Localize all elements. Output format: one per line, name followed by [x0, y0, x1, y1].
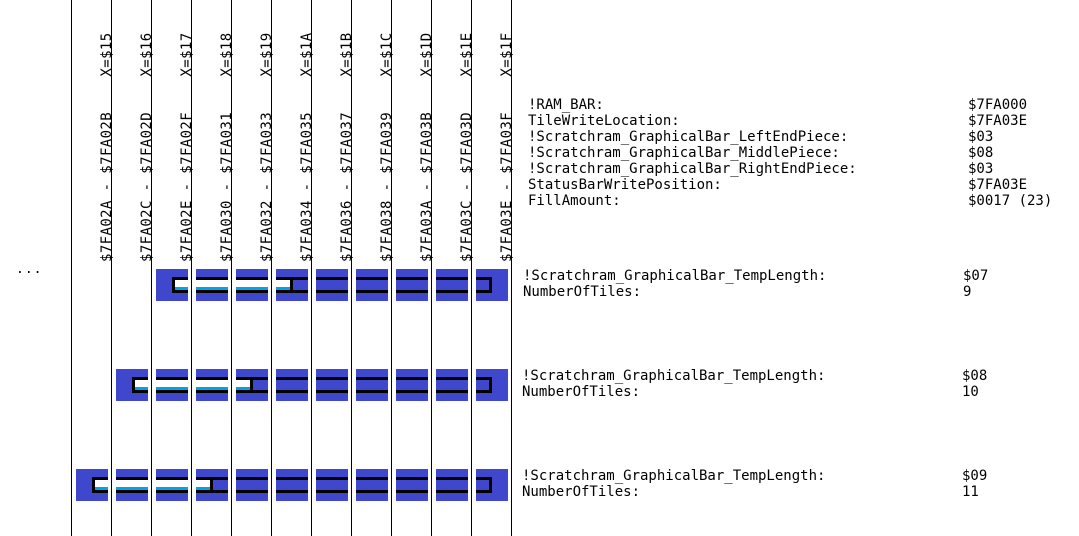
- bar-tile-empty: [396, 369, 428, 401]
- bar-tile-full: [156, 469, 188, 501]
- bar-tile-empty: [356, 369, 388, 401]
- bar-tile-full: [236, 269, 268, 301]
- bar-tile-right: [476, 469, 508, 501]
- info-value: $0017 (23): [968, 193, 1053, 209]
- column-divider: [431, 0, 432, 536]
- column-address-range: $7FA03E - $7FA03F: [499, 111, 515, 262]
- graphical-bar-row: [72, 269, 512, 301]
- bar-tile-partial: [236, 369, 268, 401]
- bar-tile-partial: [276, 269, 308, 301]
- info-label: !Scratchram_GraphicalBar_RightEndPiece:: [528, 161, 857, 177]
- column-label: $7FA038 - $7FA039 X=$1C: [352, 0, 395, 262]
- info-value: $03: [968, 161, 994, 177]
- graphical-bar-row: [72, 369, 512, 401]
- number-of-tiles-label: NumberOfTiles:: [522, 484, 641, 500]
- bar-tile-empty: [276, 469, 308, 501]
- column-divider: [391, 0, 392, 536]
- number-of-tiles-value: 9: [963, 284, 972, 300]
- bar-tile-empty: [436, 269, 468, 301]
- column-divider: [71, 0, 72, 536]
- bar-tile-empty: [236, 469, 268, 501]
- column-divider: [151, 0, 152, 536]
- temp-length-label: !Scratchram_GraphicalBar_TempLength:: [523, 268, 827, 284]
- info-value: $7FA000: [968, 97, 1028, 113]
- bar-tile-empty: [436, 369, 468, 401]
- column-label: $7FA036 - $7FA037 X=$1B: [312, 0, 355, 262]
- column-label: $7FA03C - $7FA03D X=$1E: [432, 0, 475, 262]
- bar-tile-empty: [316, 369, 348, 401]
- ellipsis-marker: ...: [16, 262, 43, 277]
- column-label: $7FA02A - $7FA02B X=$15: [72, 0, 115, 262]
- column-label: $7FA03E - $7FA03F X=$1F: [472, 0, 515, 262]
- bar-tile-full: [196, 369, 228, 401]
- bar-tile-full: [116, 469, 148, 501]
- bar-tile-full: [156, 369, 188, 401]
- bar-tile-left: [156, 269, 188, 301]
- info-value: $7FA03E: [968, 177, 1028, 193]
- temp-length-value: $07: [963, 268, 989, 284]
- column-divider: [191, 0, 192, 536]
- column-divider: [311, 0, 312, 536]
- number-of-tiles-label: NumberOfTiles:: [523, 284, 642, 300]
- graphical-bar-row: [72, 469, 512, 501]
- column-divider: [511, 0, 512, 536]
- column-label: $7FA034 - $7FA035 X=$1A: [272, 0, 315, 262]
- column-divider: [231, 0, 232, 536]
- column-divider: [471, 0, 472, 536]
- bar-tile-right: [476, 269, 508, 301]
- bar-tile-full: [196, 269, 228, 301]
- bar-tile-empty: [356, 269, 388, 301]
- temp-length-label: !Scratchram_GraphicalBar_TempLength:: [522, 368, 826, 384]
- info-label: TileWriteLocation:: [528, 113, 680, 129]
- bar-tile-empty: [396, 269, 428, 301]
- bar-tile-empty: [436, 469, 468, 501]
- bar-tile-empty: [396, 469, 428, 501]
- column-label: $7FA03A - $7FA03B X=$1D: [392, 0, 435, 262]
- number-of-tiles-value: 10: [962, 384, 979, 400]
- temp-length-label: !Scratchram_GraphicalBar_TempLength:: [522, 468, 826, 484]
- bar-tile-left: [76, 469, 108, 501]
- bar-tile-empty: [316, 269, 348, 301]
- info-label: !RAM_BAR:: [528, 97, 604, 113]
- column-label: $7FA02C - $7FA02D X=$16: [112, 0, 155, 262]
- info-label: !Scratchram_GraphicalBar_LeftEndPiece:: [528, 129, 849, 145]
- info-label: StatusBarWritePosition:: [528, 177, 722, 193]
- column-divider: [351, 0, 352, 536]
- temp-length-value: $08: [962, 368, 988, 384]
- column-label: $7FA032 - $7FA033 X=$19: [232, 0, 275, 262]
- column-label: $7FA02E - $7FA02F X=$17: [152, 0, 195, 262]
- bar-tile-empty: [356, 469, 388, 501]
- info-value: $7FA03E: [968, 113, 1028, 129]
- number-of-tiles-label: NumberOfTiles:: [522, 384, 641, 400]
- temp-length-value: $09: [962, 468, 988, 484]
- column-divider: [271, 0, 272, 536]
- info-value: $03: [968, 129, 994, 145]
- info-value: $08: [968, 145, 994, 161]
- info-label: !Scratchram_GraphicalBar_MiddlePiece:: [528, 145, 840, 161]
- info-label: FillAmount:: [528, 193, 621, 209]
- column-x-index: X=$1F: [499, 32, 515, 77]
- bar-tile-right: [476, 369, 508, 401]
- bar-tile-empty: [316, 469, 348, 501]
- bar-tile-left: [116, 369, 148, 401]
- column-label: $7FA030 - $7FA031 X=$18: [192, 0, 235, 262]
- bar-tile-partial: [196, 469, 228, 501]
- number-of-tiles-value: 11: [962, 484, 979, 500]
- tile-grid: $7FA02A - $7FA02B X=$15$7FA02C - $7FA02D…: [0, 0, 520, 536]
- column-divider: [111, 0, 112, 536]
- bar-tile-empty: [276, 369, 308, 401]
